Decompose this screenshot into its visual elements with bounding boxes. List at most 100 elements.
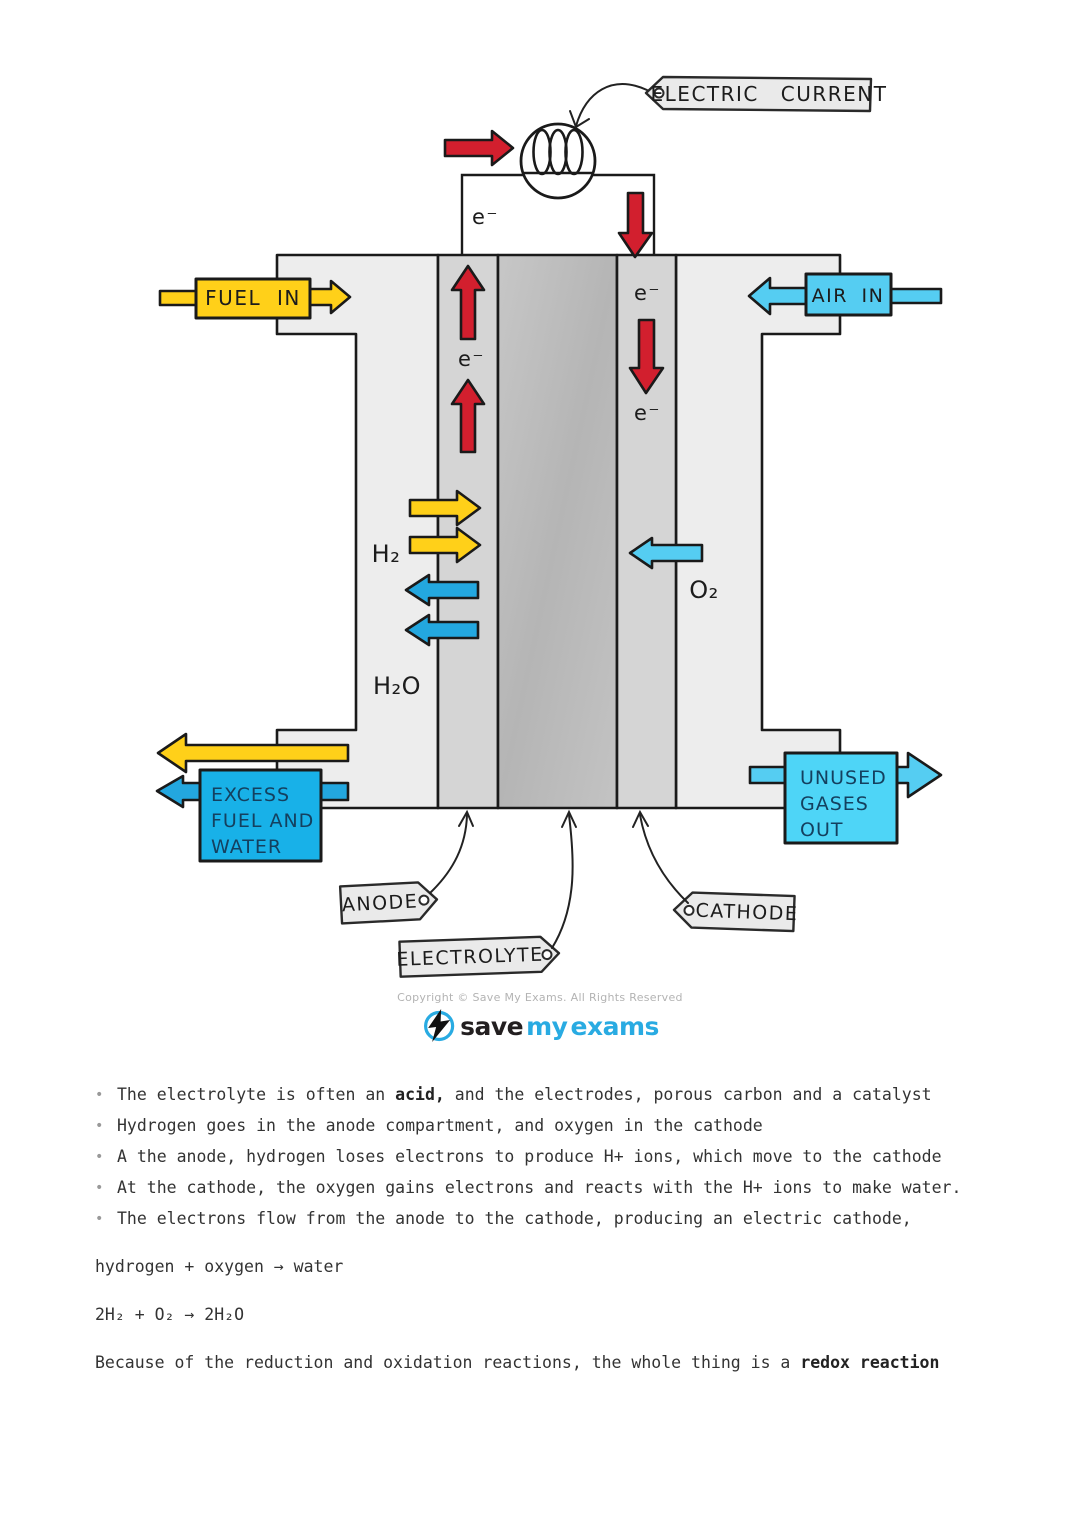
coil-loop — [564, 128, 584, 176]
bullet-marker: • — [95, 1211, 104, 1227]
electrolyte-tag-hole — [541, 949, 553, 961]
text-segment: At the cathode, the oxygen gains electro… — [117, 1178, 962, 1197]
electron-arrow-down-wire — [617, 191, 654, 259]
logo-word-exams: exams — [570, 1011, 659, 1041]
text-segment: and the electrodes, porous carbon and a … — [444, 1085, 932, 1104]
unused-gases-assembly: UNUSED GASES OUT — [748, 751, 943, 845]
water-out-long-arrow — [156, 732, 350, 774]
electron-label-cathode-bottom: e⁻ — [634, 401, 661, 425]
bullet-text: A the anode, hydrogen loses electrons to… — [117, 1142, 990, 1172]
o2-label: O₂ — [689, 576, 719, 604]
electrolyte-tag-shape — [398, 935, 561, 978]
excess-box-shape — [198, 768, 323, 863]
cathode-tag-shape — [672, 891, 796, 933]
bullet-marker: • — [95, 1149, 104, 1165]
bullet-item: • A the anode, hydrogen loses electrons t… — [95, 1142, 990, 1172]
fuel-in-arrow — [306, 279, 352, 315]
bullet-marker: • — [95, 1087, 104, 1103]
air-compartment — [674, 253, 842, 810]
coil-circle — [519, 122, 597, 200]
electron-label-wire: e⁻ — [472, 205, 499, 229]
unused-line-2: GASES — [800, 793, 869, 815]
closing-sentence: Because of the reduction and oxidation r… — [95, 1348, 990, 1378]
cathode-tag: CATHODE — [672, 891, 799, 933]
electrolyte-tag: ELECTROLYTE — [396, 935, 561, 978]
air-in-assembly: AIR IN — [747, 272, 943, 317]
air-in-label: AIR IN — [812, 285, 885, 307]
anode-electrode — [436, 253, 500, 810]
electron-arrow-up-anode-1 — [450, 264, 486, 341]
electron-label-anode: e⁻ — [458, 347, 485, 371]
excess-fuel-box: EXCESS FUEL AND WATER — [198, 768, 323, 863]
text-segment: A the anode, hydrogen loses electrons to… — [117, 1147, 942, 1166]
bullet-marker: • — [95, 1180, 104, 1196]
anode-tag-hole — [418, 894, 430, 906]
lightning-bolt-icon — [424, 1009, 455, 1042]
unused-tail — [748, 765, 788, 785]
cathode-leader-arrowhead — [632, 809, 649, 828]
excess-line-3: WATER — [211, 836, 282, 858]
bullet-item: • At the cathode, the oxygen gains electr… — [95, 1173, 990, 1203]
electric-current-tag: ELECTRIC CURRENT — [569, 75, 888, 129]
cathode-leader — [639, 814, 689, 904]
text-segment: Hydrogen goes in the anode compartment, … — [117, 1116, 763, 1135]
h2o-label: H₂O — [373, 672, 421, 700]
logo-word-my: my — [526, 1011, 568, 1041]
bullet-item: • Hydrogen goes in the anode compartment,… — [95, 1111, 990, 1141]
cathode-label: CATHODE — [695, 900, 798, 926]
bullet-list: • The electrolyte is often an acid, and t… — [95, 1080, 990, 1234]
bullet-text: At the cathode, the oxygen gains electro… — [117, 1173, 990, 1203]
fuel-in-assembly: FUEL IN — [158, 277, 352, 320]
bullet-text: Hydrogen goes in the anode compartment, … — [117, 1111, 990, 1141]
electrolyte-layer — [496, 253, 619, 810]
electric-current-leader — [575, 83, 648, 127]
current-arrow-right — [443, 129, 515, 167]
electric-current-label: ELECTRIC CURRENT — [651, 82, 888, 106]
air-in-tail — [887, 287, 943, 305]
chemical-equation: 2H₂ + O₂ → 2H₂O — [95, 1305, 245, 1324]
text-segment: acid, — [395, 1085, 445, 1104]
electric-current-tag-hole — [653, 87, 665, 99]
electrolyte-leader — [551, 814, 574, 949]
fuel-in-box — [194, 277, 312, 320]
anode-label: ANODE — [341, 890, 418, 916]
electrolyte-leader-arrowhead — [561, 809, 577, 828]
text-segment: The electrons flow from the anode to the… — [117, 1209, 912, 1228]
h2o-arrow-2 — [404, 613, 480, 647]
word-equation: hydrogen + oxygen → water — [95, 1257, 344, 1276]
bullet-marker: • — [95, 1118, 104, 1134]
bullet-text: The electrolyte is often an acid, and th… — [117, 1080, 990, 1110]
coil-symbol — [519, 122, 597, 200]
copyright-text: Copyright © Save My Exams. All Rights Re… — [397, 991, 683, 1004]
fuel-cell-diagram: FUEL IN AIR IN EXCESS FUEL AND WATER UNU… — [155, 75, 943, 978]
anode-tag: ANODE — [338, 881, 439, 925]
anode-leader-arrowhead — [458, 809, 474, 827]
h2-arrow-2 — [408, 526, 482, 564]
electron-arrow-up-anode-2 — [450, 378, 486, 454]
text-segment: Because of the reduction and oxidation r… — [95, 1353, 801, 1372]
bullet-item: • The electrons flow from the anode to th… — [95, 1204, 990, 1234]
text-segment: The electrolyte is often an — [117, 1085, 396, 1104]
cathode-tag-hole — [683, 904, 695, 916]
unused-line-1: UNUSED — [800, 767, 887, 789]
electron-arrow-down-cathode — [628, 318, 665, 395]
excess-line-1: EXCESS — [211, 784, 290, 806]
fuel-compartment — [275, 253, 440, 810]
electric-current-leader-arrowhead — [569, 110, 590, 129]
anode-leader — [429, 814, 468, 894]
fuel-in-tail — [158, 289, 200, 307]
air-in-arrow — [747, 276, 810, 316]
h2-arrow-1 — [408, 489, 482, 527]
unused-box-shape — [783, 751, 899, 845]
anode-tag-shape — [338, 881, 439, 925]
air-in-box — [804, 272, 893, 317]
electron-label-cathode-top: e⁻ — [634, 281, 661, 305]
bullet-text: The electrons flow from the anode to the… — [117, 1204, 990, 1234]
notes-content: • The electrolyte is often an acid, and t… — [95, 1080, 990, 1378]
text-segment: redox reaction — [800, 1353, 940, 1372]
electric-current-tag-shape — [644, 75, 873, 113]
fuel-in-label: FUEL IN — [205, 286, 301, 310]
bullet-item: • The electrolyte is often an acid, and t… — [95, 1080, 990, 1110]
o2-arrow — [628, 536, 704, 570]
